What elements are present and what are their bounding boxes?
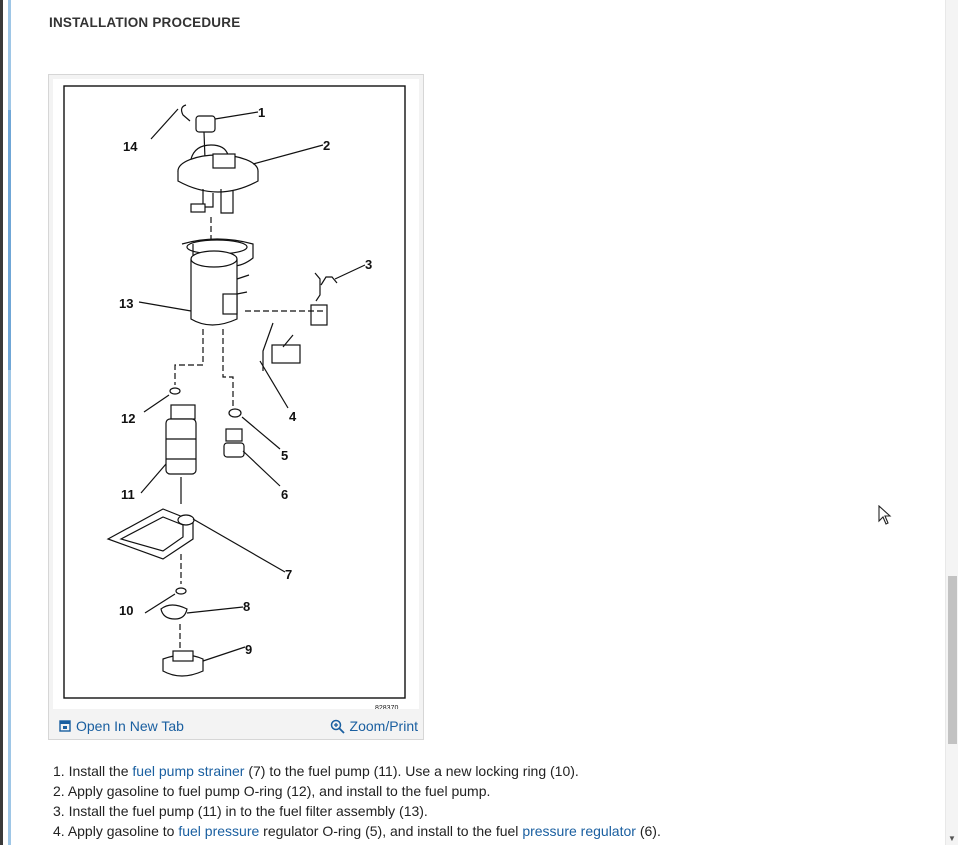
step-item: 1. Install the fuel pump strainer (7) to… (53, 761, 661, 781)
svg-text:2: 2 (323, 138, 330, 153)
step-item: 3. Install the fuel pump (11) in to the … (53, 801, 661, 821)
open-in-new-tab-label: Open In New Tab (76, 718, 184, 734)
scroll-down-arrow-icon[interactable]: ▼ (948, 834, 956, 843)
step-text: Apply gasoline to fuel pump O-ring (12),… (67, 783, 491, 799)
step-text: Install the (68, 763, 133, 779)
figure-id-label: 828370 (375, 705, 398, 709)
step-text: (7) to the fuel pump (11). Use a new loc… (244, 763, 579, 779)
left-accent-line (8, 0, 11, 845)
vertical-scrollbar[interactable]: ▼ (945, 0, 958, 845)
zoom-in-icon (330, 719, 345, 734)
svg-text:3: 3 (365, 257, 372, 272)
step-text: Apply gasoline to (67, 823, 179, 839)
fuel-pressure-link[interactable]: fuel pressure (178, 823, 260, 839)
section-heading: INSTALLATION PROCEDURE (49, 15, 241, 30)
svg-text:12: 12 (121, 411, 135, 426)
svg-text:11: 11 (121, 487, 135, 502)
svg-text:6: 6 (281, 487, 288, 502)
svg-text:5: 5 (281, 448, 288, 463)
step-number: 3. (53, 803, 65, 819)
svg-text:7: 7 (285, 567, 292, 582)
step-number: 2. (53, 783, 65, 799)
svg-text:13: 13 (119, 296, 133, 311)
left-border-line (0, 0, 3, 845)
svg-text:9: 9 (245, 642, 252, 657)
step-text: (6). (635, 823, 661, 839)
fuel-pump-diagram[interactable]: 1 2 3 4 5 6 7 8 9 10 11 12 13 14 828370 (53, 79, 419, 709)
scrollbar-thumb[interactable] (948, 576, 957, 744)
svg-text:1: 1 (258, 105, 265, 120)
svg-text:14: 14 (123, 139, 138, 154)
svg-text:8: 8 (243, 599, 250, 614)
zoom-print-link[interactable]: Zoom/Print (330, 718, 418, 734)
zoom-print-label: Zoom/Print (349, 718, 418, 734)
mouse-cursor-icon (878, 504, 892, 530)
left-page-edge (0, 0, 12, 845)
open-in-new-tab-link[interactable]: Open In New Tab (59, 718, 184, 734)
installation-steps-list: 1. Install the fuel pump strainer (7) to… (53, 761, 661, 841)
step-number: 1. (53, 763, 65, 779)
svg-text:4: 4 (289, 409, 297, 424)
figure-container: 1 2 3 4 5 6 7 8 9 10 11 12 13 14 828370 … (48, 74, 424, 740)
step-text: regulator O-ring (5), and install to the… (259, 823, 523, 839)
step-item: 4. Apply gasoline to fuel pressure regul… (53, 821, 661, 841)
step-item: 2. Apply gasoline to fuel pump O-ring (1… (53, 781, 661, 801)
left-accent-line-dark (8, 110, 11, 370)
step-number: 4. (53, 823, 65, 839)
open-new-tab-icon (59, 720, 71, 732)
pressure-regulator-link[interactable]: pressure regulator (522, 823, 636, 839)
fuel-pump-strainer-link[interactable]: fuel pump strainer (132, 763, 245, 779)
svg-text:10: 10 (119, 603, 133, 618)
step-text: Install the fuel pump (11) in to the fue… (68, 803, 428, 819)
